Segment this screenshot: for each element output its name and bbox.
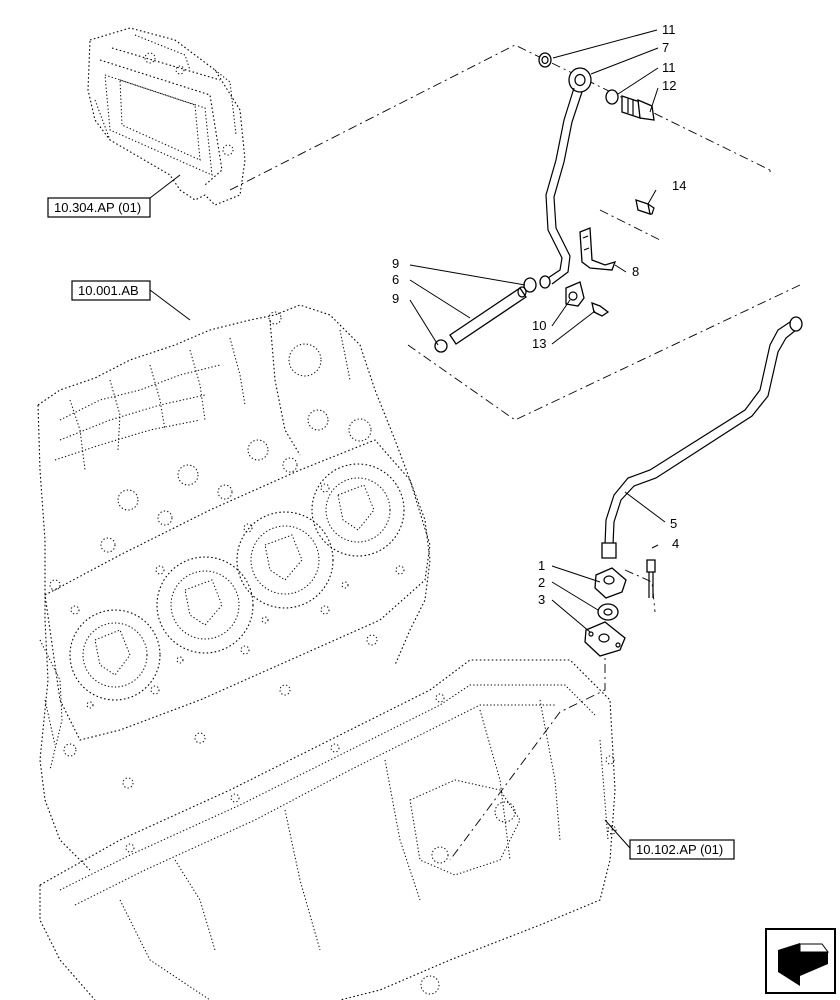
ref-oil-cooler-label: 10.304.AP (01): [54, 200, 141, 215]
callout-4: 4: [672, 536, 679, 551]
pipe-5: [601, 316, 803, 559]
callout-5: 5: [670, 516, 677, 531]
adapter-1: [594, 567, 627, 599]
screw-14: [635, 199, 655, 215]
ref-oil-cooler[interactable]: 10.304.AP (01): [47, 197, 151, 218]
washer-11-right: [605, 89, 619, 105]
washer-2: [597, 603, 619, 621]
clip-10: [565, 281, 585, 307]
assembly-lines: [229, 44, 801, 861]
callout-8: 8: [632, 264, 639, 279]
banjo-bolt-12: [621, 95, 655, 121]
callout-9-upper: 9: [392, 256, 399, 271]
screw-13: [591, 301, 610, 317]
parts-solid: [434, 52, 803, 657]
banjo-fitting-7: [568, 67, 592, 93]
callout-12: 12: [662, 78, 676, 93]
callout-6: 6: [392, 272, 399, 287]
arrow-back-icon[interactable]: [765, 928, 836, 994]
ref-engine-block[interactable]: 10.001.AB: [71, 280, 151, 301]
washer-11-top: [538, 52, 552, 68]
hose-6: [449, 286, 527, 345]
callout-3: 3: [538, 592, 545, 607]
callout-9-lower: 9: [392, 291, 399, 306]
callout-14: 14: [672, 178, 686, 193]
engine-block-drawing: [37, 304, 431, 871]
callouts: 11 7 11 12 14 8 9 6 9 10 13 5 4 1 2 3: [392, 22, 686, 607]
callout-11-top: 11: [662, 22, 676, 37]
oil-cooler-drawing: [87, 27, 246, 206]
ref-engine-block-label: 10.001.AB: [78, 283, 139, 298]
upper-pipe: [545, 87, 583, 285]
callout-1: 1: [538, 558, 545, 573]
oil-pan-drawing: [39, 659, 617, 1000]
bracket-8: [579, 227, 617, 271]
callout-10: 10: [532, 318, 546, 333]
leader-lines: [149, 29, 666, 849]
ref-oil-pan-label: 10.102.AP (01): [636, 842, 723, 857]
ref-oil-pan[interactable]: 10.102.AP (01): [629, 839, 735, 860]
bolt-4: [646, 559, 656, 598]
callout-13: 13: [532, 336, 546, 351]
callout-11-right: 11: [662, 60, 676, 75]
gasket-3: [584, 621, 626, 657]
callout-2: 2: [538, 575, 545, 590]
callout-7: 7: [662, 40, 669, 55]
clamp-9-lower: [434, 339, 448, 353]
